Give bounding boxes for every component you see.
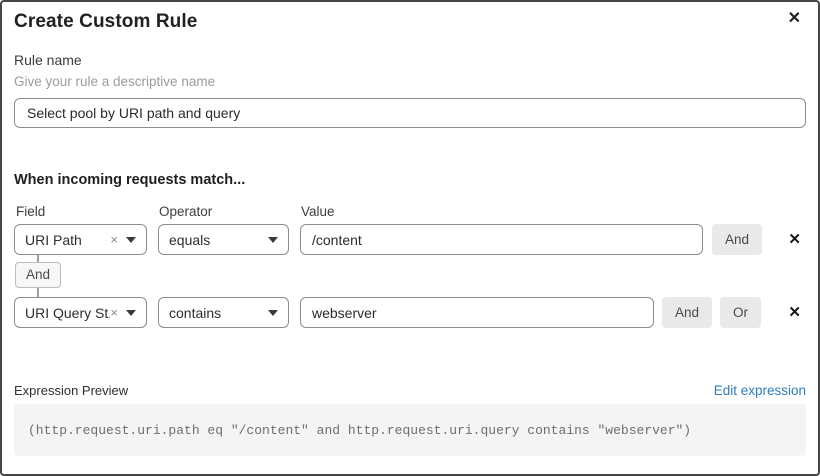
connector-line bbox=[37, 288, 39, 298]
field-select-value: URI Query St... bbox=[25, 304, 110, 321]
match-heading: When incoming requests match... bbox=[14, 172, 246, 188]
expression-preview-label: Expression Preview bbox=[14, 383, 129, 399]
dialog-title: Create Custom Rule bbox=[14, 11, 198, 32]
rule-name-input[interactable] bbox=[14, 98, 806, 128]
field-select[interactable]: URI Path × bbox=[14, 224, 147, 255]
remove-row-icon[interactable]: ✕ bbox=[788, 231, 801, 248]
chevron-down-icon bbox=[268, 236, 278, 243]
condition-row: URI Path × equals And ✕ bbox=[14, 224, 806, 255]
condition-row: URI Query St... × contains And Or ✕ bbox=[14, 297, 806, 329]
edit-expression-link[interactable]: Edit expression bbox=[713, 383, 806, 399]
chevron-down-icon bbox=[268, 309, 278, 316]
field-column-label: Field bbox=[16, 204, 46, 219]
add-and-condition-button[interactable]: And bbox=[712, 224, 763, 255]
value-column-label: Value bbox=[301, 204, 335, 219]
field-select[interactable]: URI Query St... × bbox=[14, 297, 147, 329]
value-input[interactable] bbox=[300, 297, 654, 329]
chevron-down-icon bbox=[126, 309, 136, 316]
field-select-value: URI Path bbox=[25, 231, 82, 248]
operator-select-value: equals bbox=[169, 231, 211, 248]
rule-name-helper: Give your rule a descriptive name bbox=[14, 74, 216, 89]
operator-select[interactable]: contains bbox=[158, 297, 289, 329]
close-icon[interactable]: ✕ bbox=[787, 10, 801, 27]
and-connector: And bbox=[14, 255, 62, 298]
value-input[interactable] bbox=[300, 224, 703, 255]
rule-name-label: Rule name bbox=[14, 52, 82, 68]
expression-code-block: (http.request.uri.path eq "/content" and… bbox=[14, 404, 806, 457]
add-and-condition-button[interactable]: And bbox=[662, 297, 713, 329]
operator-select[interactable]: equals bbox=[158, 224, 289, 255]
operator-column-label: Operator bbox=[159, 204, 213, 219]
clear-selection-icon[interactable]: × bbox=[110, 305, 118, 321]
clear-selection-icon[interactable]: × bbox=[110, 232, 118, 247]
operator-select-value: contains bbox=[169, 304, 222, 321]
add-or-condition-button[interactable]: Or bbox=[720, 297, 762, 329]
condition-column-labels: Field Operator Value bbox=[14, 204, 806, 219]
expression-preview-header: Expression Preview Edit expression bbox=[14, 383, 806, 398]
and-connector-badge: And bbox=[14, 262, 62, 289]
chevron-down-icon bbox=[126, 236, 136, 243]
connector-line bbox=[37, 255, 39, 262]
remove-row-icon[interactable]: ✕ bbox=[788, 304, 801, 322]
